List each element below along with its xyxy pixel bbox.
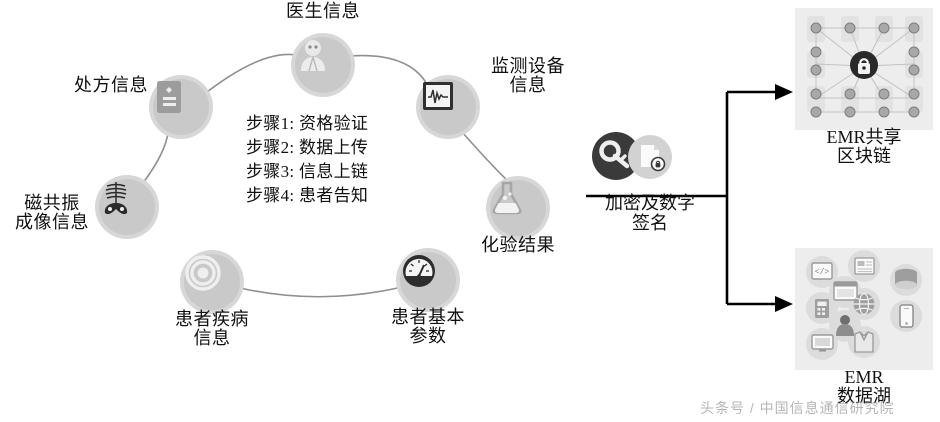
node-label-patient-vitals: 患者基本 参数 [391,307,465,346]
step-item-4: 步骤4: 患者告知 [246,186,369,206]
arc-prescription-doctor [206,53,297,93]
newspaper-icon [854,257,875,275]
node-prescription[interactable] [153,79,209,135]
calculator-icon [815,299,829,318]
encryption-signature-label: 加密及数字 签名 [605,193,695,233]
node-label-prescription: 处方信息 [74,75,148,95]
step-item-1: 步骤1: 资格验证 [246,114,369,133]
arc-doctor-monitor [349,54,429,87]
lock-icon [850,51,878,79]
encryption-signature-group [592,132,702,180]
svg-text:</>: </> [815,268,830,277]
emr-data-graphic: </> [806,250,922,360]
node-mri[interactable] [99,179,155,235]
shirt-icon [854,331,874,353]
node-lab-result[interactable] [490,180,546,236]
browser-window-icon [833,281,858,301]
arc-disease-vitals [239,286,403,298]
node-monitor-device[interactable] [420,79,476,135]
vitals-gauge-icon [403,255,435,287]
arc-mri-prescription [142,131,169,184]
node-label-patient-disease: 患者疾病 信息 [175,309,249,348]
steps-list: 步骤1: 资格验证 步骤2: 数据上传 步骤3: 信息上链 步骤4: 患者告知 [246,112,452,209]
node-label-doctor: 医生信息 [286,1,360,21]
blockchain-panel-label: EMR共享 区块链 [826,127,902,167]
document-signature-icon[interactable] [628,135,672,179]
node-label-monitor-device: 监测设备 信息 [491,56,565,95]
arrow-heads [775,84,793,312]
watermark-text: 头条号 / 中国信息通信研究院 [700,400,895,416]
emr-panel-label: EMR 数据湖 [837,367,891,407]
arc-monitor-lab [461,131,509,182]
database-icon [895,268,917,290]
step-item-3: 步骤3: 信息上链 [246,162,369,182]
code-window-icon: </> [811,262,833,280]
node-patient-vitals[interactable] [400,252,456,308]
prescription-icon [157,81,181,113]
user-avatar-icon [836,315,854,336]
globe-network-icon [853,292,875,316]
node-label-mri: 磁共振 成像信息 [15,193,89,232]
mobile-phone-icon [899,304,914,328]
desktop-monitor-icon [811,334,834,352]
monitor-device-icon [423,82,453,110]
doctor-icon [301,40,325,72]
lab-flask-icon [492,181,522,215]
emr-data-panel[interactable]: </> [795,248,933,370]
node-label-lab-result: 化验结果 [481,235,555,255]
node-patient-disease[interactable] [184,254,240,310]
disease-target-icon [185,255,221,291]
node-doctor[interactable] [295,37,351,93]
blockchain-network-panel[interactable] [795,8,933,130]
blockchain-network-graphic [807,16,923,118]
step-item-2: 步骤2: 数据上传 [246,138,369,158]
mri-skeleton-icon [104,182,128,215]
